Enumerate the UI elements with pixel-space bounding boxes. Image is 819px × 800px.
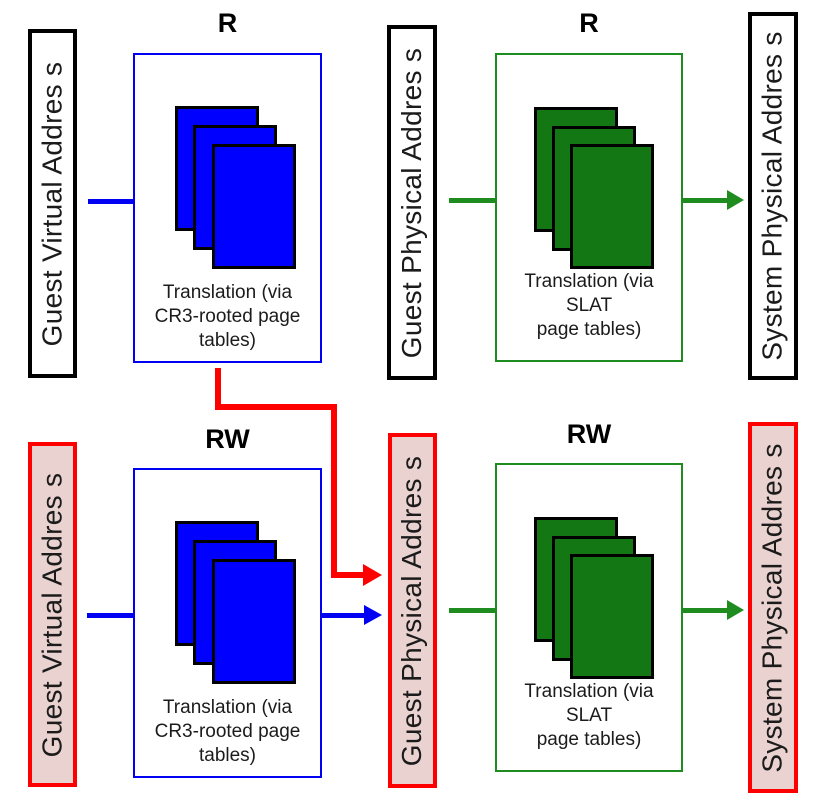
system-physical-address-label-top: System Physical Addres s bbox=[757, 31, 789, 361]
guest-physical-address-label-top: Guest Physical Addres s bbox=[396, 47, 427, 358]
permission-label-rw-cr3: RW bbox=[205, 424, 250, 454]
permission-label-r-cr3: R bbox=[217, 8, 238, 38]
page-table-sheet-icon bbox=[212, 144, 296, 269]
slat-translation-box-bottom: Translation (via SLAT page tables) bbox=[495, 463, 683, 772]
cr3-translation-box-top: Translation (via CR3-rooted page tables) bbox=[133, 53, 322, 363]
slat-to-spa-arrow-shaft-bottom bbox=[683, 608, 727, 613]
red-write-path-segment-down1 bbox=[215, 368, 221, 410]
slat-to-spa-arrow-shaft-top bbox=[683, 198, 727, 203]
slat-to-spa-arrowhead-top bbox=[727, 190, 744, 210]
page-table-sheet-icon bbox=[212, 559, 296, 684]
guest-virtual-address-box-bottom: Guest Virtual Addres s bbox=[28, 442, 77, 787]
cr3-translation-caption-bottom: Translation (via CR3-rooted page tables) bbox=[154, 697, 301, 767]
gva-to-cr3-line-bottom bbox=[87, 613, 133, 618]
guest-virtual-address-box-top: Guest Virtual Addres s bbox=[28, 29, 77, 378]
page-table-sheet-icon bbox=[570, 144, 654, 269]
red-write-path-segment-right1 bbox=[215, 404, 337, 410]
slat-to-spa-arrowhead-bottom bbox=[727, 600, 744, 620]
guest-virtual-address-label-top: Guest Virtual Addres s bbox=[36, 61, 68, 346]
permission-label-rw-slat: RW bbox=[566, 419, 612, 449]
system-physical-address-label-bottom: System Physical Addres s bbox=[757, 442, 789, 773]
red-write-path-segment-right2 bbox=[331, 572, 363, 578]
cr3-translation-caption-top: Translation (via CR3-rooted page tables) bbox=[154, 282, 301, 352]
system-physical-address-box-bottom: System Physical Addres s bbox=[748, 422, 798, 793]
gpa-to-slat-line-bottom bbox=[449, 608, 495, 613]
slat-translation-caption-top: Translation (via SLAT page tables) bbox=[524, 271, 654, 341]
guest-physical-address-label-bottom: Guest Physical Addres s bbox=[396, 455, 428, 766]
guest-physical-address-box-bottom: Guest Physical Addres s bbox=[388, 433, 437, 788]
cr3-to-gpa-arrowhead-bottom bbox=[364, 605, 382, 625]
cr3-to-gpa-arrow-shaft-bottom bbox=[322, 613, 364, 618]
permission-label-r-slat: R bbox=[579, 8, 599, 38]
red-write-path-arrowhead bbox=[363, 564, 382, 586]
page-table-sheet-icon bbox=[570, 554, 654, 679]
system-physical-address-box-top: System Physical Addres s bbox=[748, 12, 798, 380]
slat-translation-box-top: Translation (via SLAT page tables) bbox=[495, 53, 683, 362]
guest-physical-address-box-top: Guest Physical Addres s bbox=[387, 25, 437, 380]
gva-to-cr3-line-top bbox=[88, 199, 133, 204]
slat-translation-caption-bottom: Translation (via SLAT page tables) bbox=[524, 681, 654, 751]
gpa-to-slat-line-top bbox=[449, 198, 495, 203]
cr3-translation-box-bottom: Translation (via CR3-rooted page tables) bbox=[133, 468, 322, 778]
red-write-path-segment-down2 bbox=[331, 404, 337, 578]
guest-virtual-address-label-bottom: Guest Virtual Addres s bbox=[36, 472, 68, 757]
